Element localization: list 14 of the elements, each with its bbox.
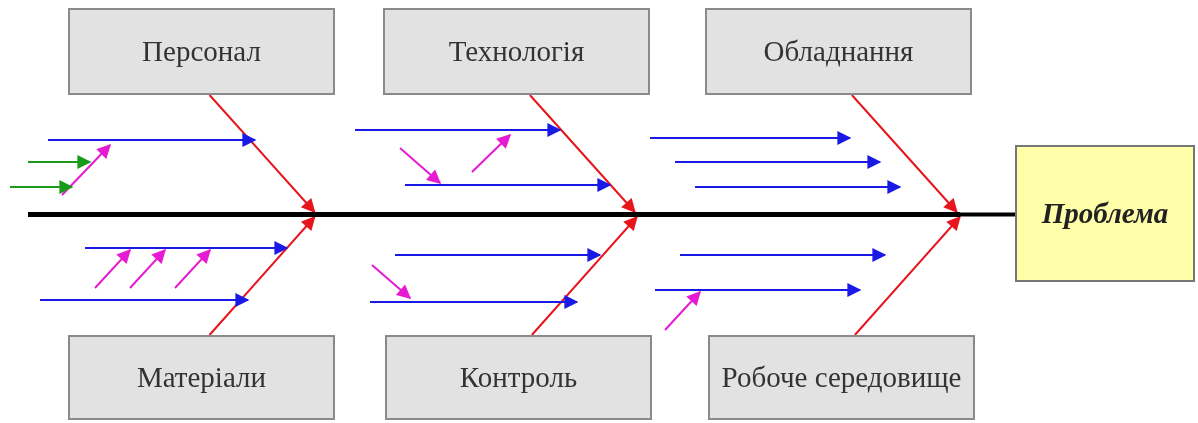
problem-box: Проблема	[1015, 145, 1195, 282]
arrow	[530, 215, 638, 336]
category-box: Обладнання	[705, 8, 972, 95]
arrow	[208, 215, 316, 336]
connector-line	[960, 212, 1015, 217]
arrow	[528, 94, 636, 214]
arrow	[850, 94, 958, 214]
arrow	[208, 94, 316, 214]
category-box: Персонал	[68, 8, 335, 95]
category-box: Робоче середовище	[708, 335, 975, 420]
category-box: Технологія	[383, 8, 650, 95]
category-box: Контроль	[385, 335, 652, 420]
arrow	[853, 215, 961, 336]
category-box: Матеріали	[68, 335, 335, 420]
